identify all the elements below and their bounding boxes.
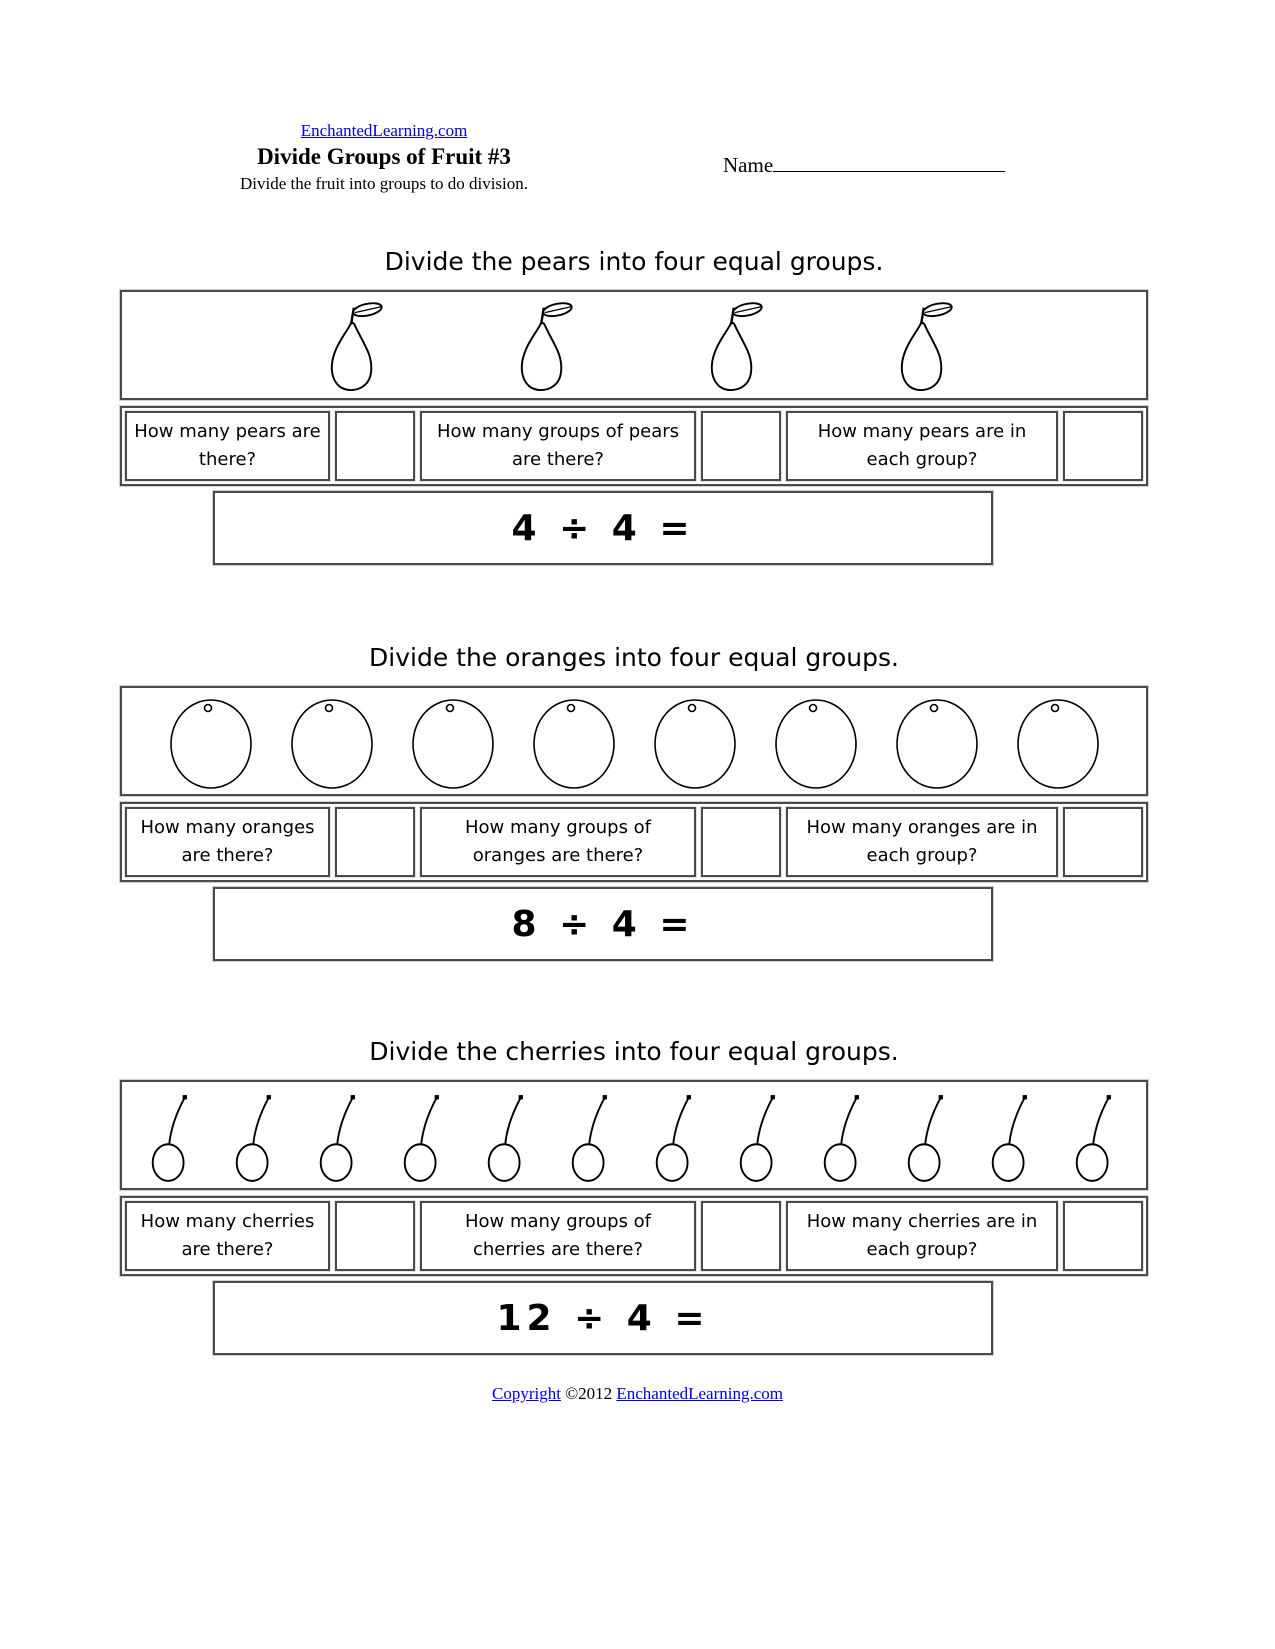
footer-site-link[interactable]: EnchantedLearning.com (616, 1384, 783, 1403)
question-text: How many oranges are there? (140, 817, 315, 866)
answer-box[interactable] (1062, 410, 1144, 482)
answer-box[interactable] (700, 806, 782, 878)
site-link[interactable]: EnchantedLearning.com (300, 121, 468, 140)
answer-box[interactable] (700, 1200, 782, 1272)
question-cell: How many cherries are in each group? (785, 1200, 1059, 1272)
equation-text: 4 ÷ 4 = (511, 507, 695, 549)
cherry-icon (565, 1091, 619, 1184)
pear-icon (885, 299, 953, 396)
cherry-icon (145, 1091, 199, 1184)
question-cell: How many oranges are there? (124, 806, 331, 878)
name-line[interactable] (773, 150, 1006, 172)
question-cell: How many cherries are there? (124, 1200, 331, 1272)
cherry-icon (901, 1091, 955, 1184)
equation-box[interactable]: 8 ÷ 4 = (212, 886, 994, 962)
question-cell: How many groups of cherries are there? (419, 1200, 697, 1272)
cherry-icon (985, 1091, 1039, 1184)
orange-icon (290, 698, 374, 790)
cherry-icon (1069, 1091, 1123, 1184)
cherry-icon (313, 1091, 367, 1184)
name-label: Name (723, 153, 774, 177)
question-text: How many pears are in each group? (817, 421, 1027, 470)
answer-box[interactable] (700, 410, 782, 482)
equation-box[interactable]: 4 ÷ 4 = (212, 490, 994, 566)
answer-box[interactable] (334, 806, 416, 878)
answer-box[interactable] (1062, 806, 1144, 878)
question-text: How many pears are there? (134, 421, 321, 470)
section-cherries: Divide the cherries into four equal grou… (119, 1034, 1149, 1356)
section-heading: Divide the pears into four equal groups. (384, 247, 884, 276)
question-row: How many cherries are there? How many gr… (119, 1195, 1149, 1277)
cherry-icon (397, 1091, 451, 1184)
orange-icon (411, 698, 495, 790)
equation-box[interactable]: 12 ÷ 4 = (212, 1280, 994, 1356)
header: EnchantedLearning.com Divide Groups of F… (158, 120, 610, 196)
question-text: How many oranges are in each group? (806, 817, 1038, 866)
pear-icon (315, 299, 383, 396)
orange-icon (1016, 698, 1100, 790)
question-text: How many cherries are in each group? (806, 1211, 1038, 1260)
orange-icon (895, 698, 979, 790)
question-cell: How many pears are there? (124, 410, 331, 482)
fruit-box-oranges[interactable] (119, 685, 1149, 797)
question-text: How many groups of oranges are there? (464, 817, 652, 866)
answer-box[interactable] (1062, 1200, 1144, 1272)
orange-icon (169, 698, 253, 790)
section-pears: Divide the pears into four equal groups. (119, 244, 1149, 566)
question-text: How many groups of pears are there? (436, 421, 680, 470)
question-cell: How many groups of pears are there? (419, 410, 697, 482)
worksheet-title: Divide Groups of Fruit #3 (257, 144, 511, 169)
answer-box[interactable] (334, 410, 416, 482)
question-text: How many groups of cherries are there? (464, 1211, 652, 1260)
question-text: How many cherries are there? (140, 1211, 315, 1260)
question-cell: How many groups of oranges are there? (419, 806, 697, 878)
pear-icon (505, 299, 573, 396)
name-block: Name (723, 150, 1006, 178)
question-cell: How many pears are in each group? (785, 410, 1059, 482)
cherry-icon (733, 1091, 787, 1184)
orange-icon (532, 698, 616, 790)
fruit-box-pears[interactable] (119, 289, 1149, 401)
fruit-row (122, 688, 1146, 794)
fruit-row (122, 1082, 1146, 1188)
section-oranges: Divide the oranges into four equal group… (119, 640, 1149, 962)
copyright-link[interactable]: Copyright (492, 1384, 561, 1403)
answer-box[interactable] (334, 1200, 416, 1272)
question-row: How many oranges are there? How many gro… (119, 801, 1149, 883)
fruit-row (122, 292, 1146, 398)
cherry-icon (481, 1091, 535, 1184)
fruit-box-cherries[interactable] (119, 1079, 1149, 1191)
cherry-icon (649, 1091, 703, 1184)
question-row: How many pears are there? How many group… (119, 405, 1149, 487)
pear-icon (695, 299, 763, 396)
orange-icon (774, 698, 858, 790)
section-heading: Divide the oranges into four equal group… (369, 643, 899, 672)
cherry-icon (229, 1091, 283, 1184)
orange-icon (653, 698, 737, 790)
footer: Copyright ©2012 EnchantedLearning.com (0, 1384, 1275, 1404)
section-heading: Divide the cherries into four equal grou… (369, 1037, 899, 1066)
cherry-icon (817, 1091, 871, 1184)
equation-text: 12 ÷ 4 = (496, 1297, 710, 1339)
copyright-year: ©2012 (565, 1384, 613, 1403)
equation-text: 8 ÷ 4 = (511, 903, 695, 945)
question-cell: How many oranges are in each group? (785, 806, 1059, 878)
worksheet-subtitle: Divide the fruit into groups to do divis… (239, 174, 529, 193)
